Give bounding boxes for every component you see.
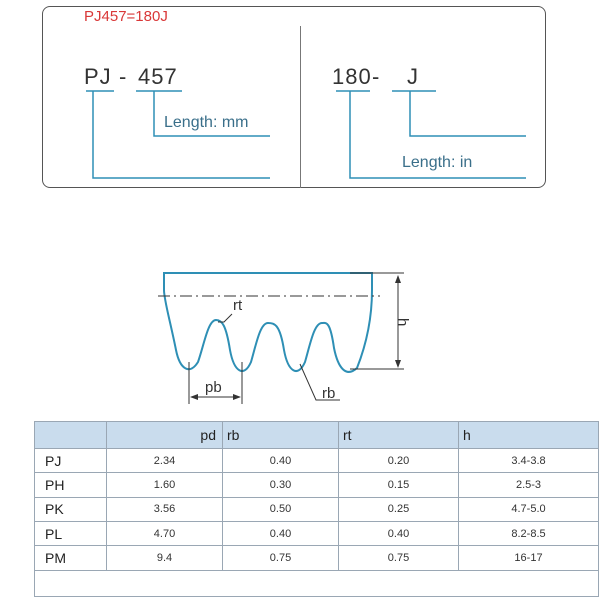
imperial-suffix: J <box>407 64 419 89</box>
table-row: PK 3.56 0.50 0.25 4.7-5.0 <box>34 496 599 522</box>
pb-arrow-left <box>190 394 198 400</box>
blank-cell <box>34 569 599 598</box>
number-leader <box>153 91 270 137</box>
panel-divider <box>300 26 301 188</box>
metric-caption: Length: mm <box>164 114 249 131</box>
h-value: 16-17 <box>458 545 599 571</box>
diagram-lines: rt h pb rb <box>86 90 526 404</box>
rb-value: 0.40 <box>222 520 339 547</box>
h-label: h <box>394 318 411 326</box>
table-row: PH 1.60 0.30 0.15 2.5-3 <box>34 472 599 498</box>
metric-length: 457 <box>138 64 178 89</box>
rb-value: 0.50 <box>222 496 339 522</box>
rt-value: 0.15 <box>338 472 459 498</box>
metric-prefix: PJ <box>84 64 112 89</box>
profile-name: PH <box>34 472 107 498</box>
rb-value: 0.40 <box>222 447 339 474</box>
imperial-caption: Length: in <box>402 154 473 171</box>
rb-value: 0.30 <box>222 472 339 498</box>
pd-value: 3.56 <box>106 496 223 522</box>
h-arrow-top <box>395 275 401 283</box>
imperial-number-leader <box>349 91 526 179</box>
h-value: 4.7-5.0 <box>458 496 599 522</box>
header-rt: rt <box>338 421 459 449</box>
pd-value: 1.60 <box>106 472 223 498</box>
equivalence-label: PJ457=180J <box>84 8 168 25</box>
h-arrow-bottom <box>395 360 401 368</box>
pb-arrow-right <box>233 394 241 400</box>
notation-panel <box>42 6 546 188</box>
h-value: 3.4-3.8 <box>458 447 599 474</box>
rt-value: 0.40 <box>338 520 459 547</box>
metric-dash: - <box>119 64 128 89</box>
table-row: PJ 2.34 0.40 0.20 3.4-3.8 <box>34 447 599 474</box>
rb-label: rb <box>322 385 335 402</box>
profile-name: PL <box>34 520 107 547</box>
table-header-row: pd rb rt h <box>34 421 599 449</box>
header-profile <box>34 421 107 449</box>
header-rb: rb <box>222 421 339 449</box>
suffix-leader <box>409 91 526 137</box>
table-blank-row <box>34 569 599 598</box>
rb-value: 0.75 <box>222 545 339 571</box>
pd-value: 4.70 <box>106 520 223 547</box>
header-pd: pd <box>106 421 223 449</box>
rt-value: 0.25 <box>338 496 459 522</box>
rt-leader <box>218 313 233 323</box>
header-h: h <box>458 421 599 449</box>
pd-value: 2.34 <box>106 447 223 474</box>
dimension-table: pd rb rt h PJ 2.34 0.40 0.20 3.4-3.8 PH … <box>34 421 599 598</box>
belt-outline <box>163 272 373 373</box>
rt-value: 0.20 <box>338 447 459 474</box>
belt-cross-section: rt h pb rb <box>158 272 411 404</box>
profile-name: PM <box>34 545 107 571</box>
profile-name: PJ <box>34 447 107 474</box>
profile-name: PK <box>34 496 107 522</box>
prefix-leader <box>92 91 270 179</box>
h-value: 8.2-8.5 <box>458 520 599 547</box>
imperial-dash: - <box>372 64 381 89</box>
table-row: PM 9.4 0.75 0.75 16-17 <box>34 545 599 571</box>
rb-leader <box>299 363 340 401</box>
pb-label: pb <box>205 379 222 396</box>
pd-value: 9.4 <box>106 545 223 571</box>
table-row: PL 4.70 0.40 0.40 8.2-8.5 <box>34 520 599 547</box>
rt-value: 0.75 <box>338 545 459 571</box>
h-value: 2.5-3 <box>458 472 599 498</box>
imperial-length: 180 <box>332 64 372 89</box>
rt-label: rt <box>233 297 243 314</box>
